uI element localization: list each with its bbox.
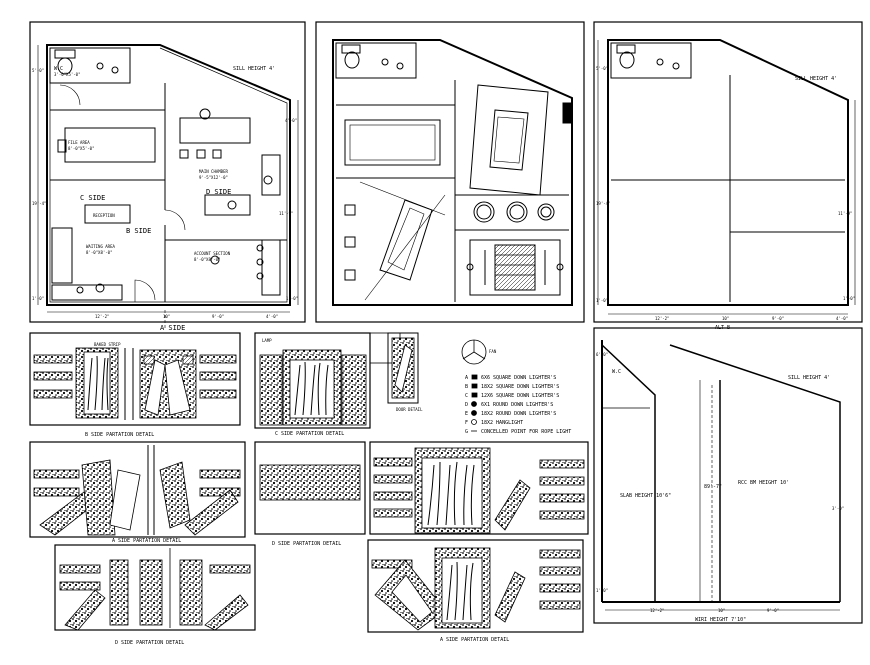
legend-item-2: 18X2 SQUARE DOWN LIGHTER'S (481, 384, 559, 390)
a-side-partition-detail-2 (367, 539, 584, 633)
svg-text:1'-0": 1'-0" (843, 296, 855, 301)
svg-text:A: A (465, 375, 468, 381)
svg-text:9'-5"X12'-0": 9'-5"X12'-0" (199, 175, 228, 180)
a-side-detail-title-1: A SIDE PARTATION DETAIL (112, 538, 181, 544)
label-d-side: D SIDE (206, 188, 231, 196)
plan-ceiling (315, 21, 585, 323)
label-wiri-height: WIRI HEIGHT 7'10" (695, 617, 746, 623)
d-side-partition-detail-1 (254, 441, 366, 535)
lighting-legend (461, 339, 487, 432)
d-side-detail-title-1: D SIDE PARTATION DETAIL (272, 541, 341, 547)
door-detail (387, 332, 419, 404)
svg-text:10": 10" (163, 314, 170, 319)
svg-text:4'-0": 4'-0" (836, 316, 848, 321)
svg-text:12'-2": 12'-2" (650, 608, 664, 613)
svg-text:3'-0": 3'-0" (832, 506, 844, 511)
section-elevation (593, 327, 863, 624)
svg-text:10": 10" (718, 608, 725, 613)
svg-text:5'-0": 5'-0" (596, 66, 608, 71)
svg-text:1'-0": 1'-0" (596, 298, 608, 303)
label-reception: RECEPTION (93, 213, 115, 218)
legend-item-6: 18X2 HANGLIGHT (481, 420, 523, 426)
svg-text:4'-0": 4'-0" (266, 314, 278, 319)
label-main-chamber: MAIN CHAMBER (199, 169, 228, 174)
svg-text:11'-9": 11'-9" (838, 211, 852, 216)
door-detail-title: DOOR DETAIL (396, 407, 423, 412)
svg-text:9'-0": 9'-0" (212, 314, 224, 319)
label-waiting-area: WAITING AREA (86, 244, 115, 249)
svg-text:8'-0"X8'-0": 8'-0"X8'-0" (86, 250, 113, 255)
svg-text:1'-0": 1'-0" (32, 296, 44, 301)
svg-text:19'-4": 19'-4" (596, 201, 610, 206)
label-account-section: ACCOUNT SECTION (194, 251, 231, 256)
svg-text:9'-0": 9'-0" (767, 608, 779, 613)
a-side-detail-title-2: A SIDE PARTATION DETAIL (440, 637, 509, 643)
label-c-side: C SIDE (80, 194, 105, 202)
svg-text:1'-0": 1'-0" (286, 296, 298, 301)
label-slab-height: SLAB HEIGHT 10'6" (620, 493, 671, 499)
lighting-legend-text: FAN A B C D E F G 6X6 SQUARE DOWN LIGHTE… (465, 349, 571, 435)
svg-text:12'-2": 12'-2" (95, 314, 109, 319)
svg-text:4'-0": 4'-0" (285, 118, 297, 123)
svg-text:89'-7": 89'-7" (704, 484, 722, 490)
plan-alt-b (593, 21, 863, 323)
section-elevation-text: W.C SILL HEIGHT 4' SLAB HEIGHT 10'6" RCC… (596, 352, 844, 623)
svg-text:SILL HEIGHT 4': SILL HEIGHT 4' (795, 76, 837, 82)
svg-text:E: E (465, 411, 468, 417)
svg-text:12'-2": 12'-2" (655, 316, 669, 321)
legend-item-4: 6X1 ROUND DOWN LIGHTER'S (481, 402, 553, 408)
svg-text:10": 10" (722, 316, 729, 321)
svg-text:F: F (465, 420, 468, 426)
legend-item-3: 12X6 SQUARE DOWN LIGHTER'S (481, 393, 559, 399)
legend-item-7: CONCELLED POINT FOR ROPE LIGHT (481, 429, 571, 435)
d-side-detail-title-2: D SIDE PARTATION DETAIL (115, 640, 184, 646)
c-side-partition-detail (254, 332, 401, 429)
svg-text:11'-9": 11'-9" (279, 211, 293, 216)
plan-furnished (29, 21, 306, 330)
svg-text:G: G (465, 429, 468, 435)
svg-text:9'-0": 9'-0" (772, 316, 784, 321)
label-sill-height: SILL HEIGHT 4' (233, 66, 275, 72)
label-wc: W.C (54, 66, 63, 72)
label-file-area: FILE AREA (68, 140, 90, 145)
svg-text:SILL HEIGHT 4': SILL HEIGHT 4' (788, 375, 830, 381)
svg-text:C: C (465, 393, 468, 399)
tag-lamp: LAMP (262, 338, 272, 343)
svg-text:D: D (465, 402, 468, 408)
label-rcc-height: RCC BM HEIGHT 10' (738, 480, 789, 486)
legend-item-1: 6X6 SQUARE DOWN LIGHTER'S (481, 375, 556, 381)
svg-text:8'-0"X8'-0": 8'-0"X8'-0" (194, 257, 221, 262)
svg-text:3'-0"X5'-0": 3'-0"X5'-0" (54, 72, 81, 77)
partition-elevation-panel (369, 441, 589, 535)
svg-text:8'-0"X5'-0": 8'-0"X5'-0" (68, 146, 95, 151)
svg-text:5'-0": 5'-0" (32, 68, 44, 73)
plan-furnished-text: W.C 3'-0"X5'-0" SILL HEIGHT 4' FILE AREA… (32, 66, 298, 332)
a-side-partition-detail-1 (29, 441, 246, 538)
svg-text:B: B (465, 384, 468, 390)
svg-text:1'-0": 1'-0" (596, 588, 608, 593)
tag-baked-strip: BAKED STRIP (94, 342, 121, 347)
legend-item-5: 18X2 ROUND DOWN LIGHTER'S (481, 411, 556, 417)
plan-alt-b-text: SILL HEIGHT 4' ALT B 5'-0" 19'-4" 1'-0" … (596, 66, 855, 331)
svg-text:W.C: W.C (612, 369, 621, 375)
b-side-detail-title: B SIDE PARTATION DETAIL (85, 432, 154, 438)
label-b-side: B SIDE (126, 227, 151, 235)
legend-fan: FAN (489, 349, 497, 354)
label-a-side: A SIDE (160, 324, 185, 332)
b-side-partition-detail (29, 332, 241, 426)
c-side-detail-title: C SIDE PARTATION DETAIL (275, 431, 344, 437)
svg-text:19'-4": 19'-4" (32, 201, 46, 206)
d-side-partition-detail-2 (54, 544, 256, 631)
svg-text:6'-0": 6'-0" (596, 352, 608, 357)
